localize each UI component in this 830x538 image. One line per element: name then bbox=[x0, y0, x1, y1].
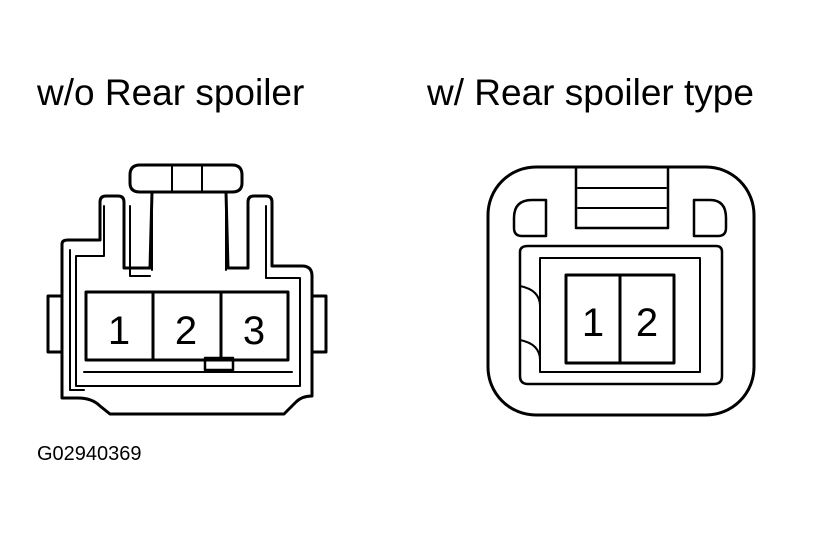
figure-id: G02940369 bbox=[37, 443, 142, 465]
connector-right-body bbox=[486, 165, 756, 417]
connector-right-pin-2: 2 bbox=[636, 301, 658, 345]
connector-right-hole-right bbox=[692, 198, 728, 238]
connector-right-hole-left bbox=[512, 198, 548, 238]
connector-right-pin-1: 1 bbox=[582, 301, 604, 345]
connector-left-pin-3: 3 bbox=[243, 309, 265, 353]
connector-right-latch bbox=[574, 165, 670, 230]
title-without-rear-spoiler: w/o Rear spoiler bbox=[37, 72, 305, 113]
connector-right-2pin bbox=[486, 165, 756, 417]
connector-left-pin-2: 2 bbox=[175, 309, 197, 353]
connector-left-body bbox=[60, 190, 314, 416]
connector-left-3pin bbox=[46, 163, 328, 416]
connector-left-key bbox=[203, 356, 235, 372]
connector-left-cavity bbox=[84, 290, 290, 362]
connector-left-pin-1: 1 bbox=[108, 309, 130, 353]
title-with-rear-spoiler-type: w/ Rear spoiler type bbox=[427, 72, 754, 113]
connector-left-latch bbox=[128, 163, 244, 194]
